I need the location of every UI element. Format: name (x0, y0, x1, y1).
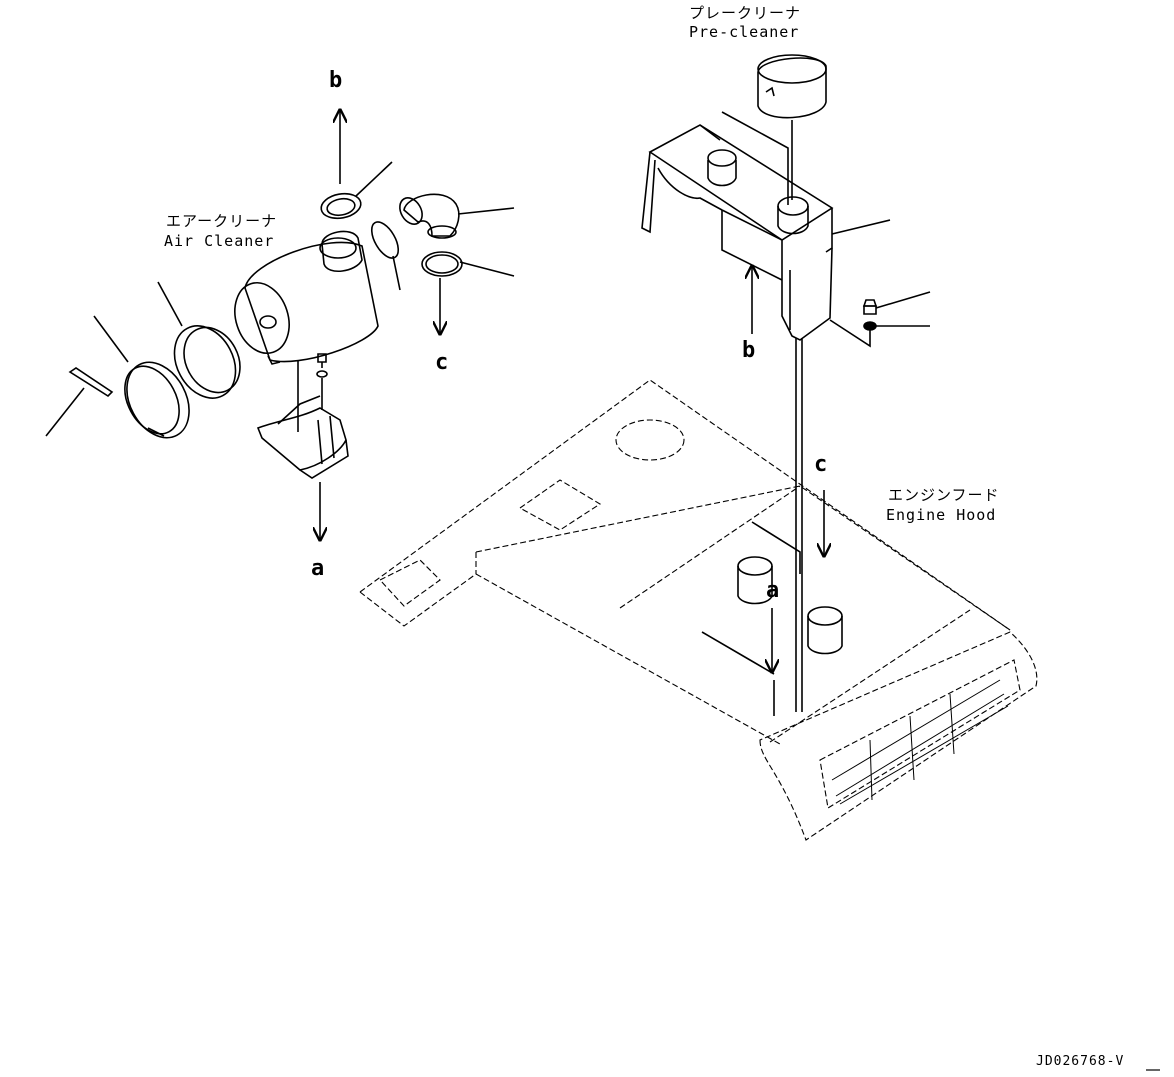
ref-a-bottom: a (311, 556, 325, 581)
hood-vents (832, 680, 1008, 804)
engine-hood (360, 380, 1037, 840)
pre-cleaner-label-jp: プレークリーナ (689, 4, 802, 22)
elbow-hose (395, 194, 459, 238)
band-clamp (162, 315, 250, 408)
washer-icon (864, 322, 876, 330)
pre-cleaner-bracket (642, 112, 832, 340)
engine-hood-label-jp: エンジンフード (888, 486, 1000, 504)
hose-ring (319, 191, 363, 222)
clamp-screw (70, 368, 112, 396)
ref-a-top: a (766, 578, 780, 603)
air-cleaner-label-en: Air Cleaner (164, 232, 275, 250)
band-clamp-outer (114, 352, 202, 449)
ref-b-top: b (329, 68, 343, 93)
bracket-leader (832, 220, 890, 234)
bolt-icon (318, 354, 326, 368)
ref-b-bottom: b (742, 338, 756, 363)
air-cleaner-label-jp: エアークリーナ (166, 212, 278, 230)
engine-hood-label-en: Engine Hood (886, 506, 997, 524)
pre-cleaner-cap (758, 55, 826, 118)
washer-icon (317, 371, 327, 377)
pre-cleaner-label-en: Pre-cleaner (689, 23, 800, 41)
ref-c-bottom: c (814, 452, 828, 477)
air-cleaner-bracket (258, 396, 348, 478)
ref-c-top: c (435, 350, 449, 375)
bolt-icon (864, 300, 876, 314)
hose-clamp (422, 252, 462, 276)
drawing-code: JD026768-V (1036, 1054, 1125, 1069)
seal-ring (366, 218, 403, 263)
air-cleaner-body (226, 231, 378, 364)
